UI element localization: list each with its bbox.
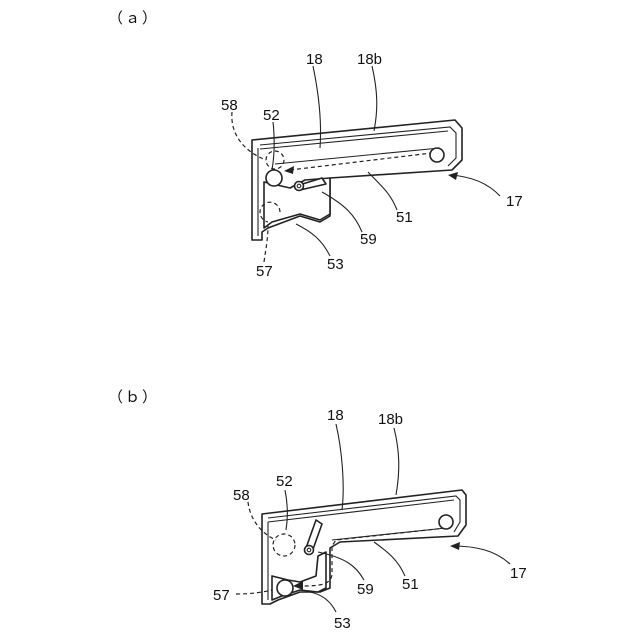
panel-b: （ｂ） bbox=[108, 389, 527, 632]
movement-arrow-a bbox=[284, 166, 294, 174]
arm-59-b bbox=[305, 520, 323, 555]
roller-52-a bbox=[266, 170, 282, 186]
ref-18b-a: 18b bbox=[357, 51, 382, 68]
leader-18-b bbox=[336, 424, 343, 510]
ref-52-b: 52 bbox=[276, 473, 293, 490]
panel-b-label: （ｂ） bbox=[108, 389, 159, 406]
ref-59-a: 59 bbox=[360, 231, 377, 248]
leader-57-b bbox=[236, 590, 272, 594]
ref-17-b: 17 bbox=[510, 565, 527, 582]
roller-52-b bbox=[277, 580, 293, 596]
ref-59-b: 59 bbox=[357, 581, 374, 598]
leader-51-a bbox=[368, 172, 397, 210]
leader-18-a bbox=[313, 66, 321, 148]
ref-51-b: 51 bbox=[402, 576, 419, 593]
position-58-a bbox=[266, 151, 284, 169]
leader-53-a bbox=[296, 224, 330, 256]
leader-18b-a bbox=[372, 66, 377, 131]
arrow-17-a bbox=[448, 172, 458, 180]
leader-52-b bbox=[285, 490, 287, 530]
ref-18-a: 18 bbox=[306, 51, 323, 68]
leader-52-a bbox=[272, 122, 274, 170]
panel-a-label: （ａ） bbox=[108, 10, 159, 27]
ref-58-a: 58 bbox=[221, 97, 238, 114]
movement-path-a bbox=[290, 152, 440, 170]
leader-17-a bbox=[450, 175, 500, 196]
leader-17-b bbox=[452, 546, 510, 564]
ref-58-b: 58 bbox=[233, 487, 250, 504]
ref-53-a: 53 bbox=[327, 256, 344, 273]
ref-17-a: 17 bbox=[506, 193, 523, 210]
ref-52-a: 52 bbox=[263, 107, 280, 124]
ref-18b-b: 18b bbox=[378, 411, 403, 428]
ref-51-a: 51 bbox=[396, 209, 413, 226]
leader-51-b bbox=[374, 542, 405, 576]
position-58-b bbox=[273, 534, 295, 556]
arrow-17-b bbox=[450, 542, 460, 550]
leader-58-a bbox=[232, 112, 266, 160]
roller-right-a bbox=[430, 148, 444, 162]
roller-right-b bbox=[439, 515, 453, 529]
ref-18-b: 18 bbox=[327, 407, 344, 424]
leader-18b-b bbox=[394, 428, 399, 495]
leader-53-b bbox=[310, 592, 336, 612]
panel-a: （ａ） bbox=[108, 10, 523, 280]
ref-57-a: 57 bbox=[256, 263, 273, 280]
ref-57-b: 57 bbox=[213, 587, 230, 604]
ref-53-b: 53 bbox=[334, 615, 351, 632]
leader-57-a bbox=[264, 226, 268, 262]
